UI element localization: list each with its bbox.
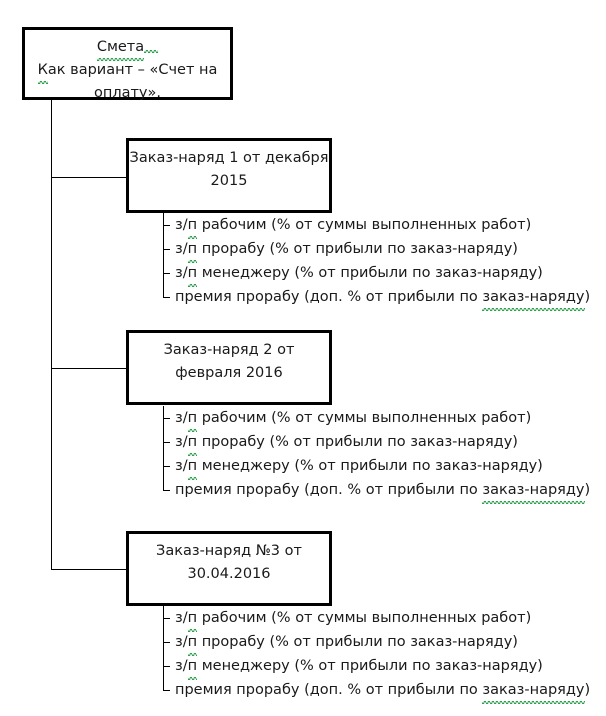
list-tick-icon	[163, 666, 170, 667]
list-tick-icon	[163, 225, 170, 226]
order-node-box-2[interactable]: Заказ-наряд 2 от февраля 2016	[126, 330, 332, 405]
list-tick-icon	[163, 466, 170, 467]
tree-branch-line-2	[51, 368, 127, 369]
list-item: премия прорабу (доп. % от прибыли по зак…	[163, 478, 593, 504]
tree-branch-line-1	[51, 177, 127, 178]
list-tick-icon	[163, 690, 170, 691]
list-item: з/п прорабу (% от прибыли по заказ-наряд…	[163, 237, 593, 263]
spellcheck-squiggle: заказ-наряду	[482, 678, 585, 704]
spellcheck-squiggle: К	[37, 59, 49, 84]
list-tick-icon	[163, 418, 170, 419]
list-item: премия прорабу (доп. % от прибыли по зак…	[163, 285, 593, 311]
list-item-text: з/п рабочим (% от суммы выполненных рабо…	[175, 606, 531, 632]
list-item-text: з/п менеджеру (% от прибыли по заказ-нар…	[175, 261, 543, 287]
list-item: премия прорабу (доп. % от прибыли по зак…	[163, 678, 593, 704]
list-tick-icon	[163, 442, 170, 443]
order-items-list-2: з/п рабочим (% от суммы выполненных рабо…	[163, 406, 593, 504]
tree-branch-line-3	[51, 569, 127, 570]
list-tick-icon	[163, 297, 170, 298]
list-item: з/п менеджеру (% от прибыли по заказ-нар…	[163, 261, 593, 287]
list-item: з/п менеджеру (% от прибыли по заказ-нар…	[163, 654, 593, 680]
order-node-title-3: Заказ-наряд №3 от 30.04.2016	[156, 543, 302, 582]
list-item-text: з/п рабочим (% от суммы выполненных рабо…	[175, 213, 531, 239]
order-node-box-3[interactable]: Заказ-наряд №3 от 30.04.2016	[126, 531, 332, 606]
spellcheck-squiggle: п	[187, 454, 198, 480]
list-item: з/п рабочим (% от суммы выполненных рабо…	[163, 606, 593, 632]
list-item-text: з/п прорабу (% от прибыли по заказ-наряд…	[175, 630, 518, 656]
order-node-title-1: Заказ-наряд 1 от декабря 2015	[129, 150, 329, 189]
spellcheck-squiggle: п	[187, 406, 198, 432]
list-spine-line-1	[163, 213, 164, 298]
list-item: з/п рабочим (% от суммы выполненных рабо…	[163, 213, 593, 239]
list-tick-icon	[163, 642, 170, 643]
list-tick-icon	[163, 490, 170, 491]
list-item-text: премия прорабу (доп. % от прибыли по зак…	[175, 478, 590, 504]
root-node-title: Смета	[96, 36, 145, 61]
list-item-text: премия прорабу (доп. % от прибыли по зак…	[175, 285, 590, 311]
spellcheck-squiggle: п	[187, 430, 198, 456]
spellcheck-squiggle: п	[187, 630, 198, 656]
list-item: з/п рабочим (% от суммы выполненных рабо…	[163, 406, 593, 432]
list-spine-line-2	[163, 406, 164, 491]
order-node-box-1[interactable]: Заказ-наряд 1 от декабря 2015	[126, 138, 332, 213]
list-item-text: премия прорабу (доп. % от прибыли по зак…	[175, 678, 590, 704]
spellcheck-squiggle: п	[187, 237, 198, 263]
list-spine-line-3	[163, 606, 164, 691]
list-item: з/п менеджеру (% от прибыли по заказ-нар…	[163, 454, 593, 480]
spellcheck-squiggle: заказ-наряду	[482, 478, 585, 504]
spellcheck-squiggle: заказ-наряду	[482, 285, 585, 311]
list-item-text: з/п прорабу (% от прибыли по заказ-наряд…	[175, 237, 518, 263]
root-node-subtitle: Как вариант – «Счет на оплату».	[37, 59, 217, 101]
list-item-text: з/п рабочим (% от суммы выполненных рабо…	[175, 406, 531, 432]
spellcheck-squiggle: п	[187, 261, 198, 287]
tree-trunk-line	[51, 100, 52, 570]
order-items-list-3: з/п рабочим (% от суммы выполненных рабо…	[163, 606, 593, 704]
spellcheck-squiggle: п	[187, 654, 198, 680]
order-items-list-1: з/п рабочим (% от суммы выполненных рабо…	[163, 213, 593, 311]
spellcheck-squiggle: п	[187, 606, 198, 632]
list-item: з/п прорабу (% от прибыли по заказ-наряд…	[163, 430, 593, 456]
list-tick-icon	[163, 273, 170, 274]
list-item-text: з/п менеджеру (% от прибыли по заказ-нар…	[175, 454, 543, 480]
list-item-text: з/п прорабу (% от прибыли по заказ-наряд…	[175, 430, 518, 456]
list-tick-icon	[163, 249, 170, 250]
spellcheck-squiggle: п	[187, 213, 198, 239]
list-item: з/п прорабу (% от прибыли по заказ-наряд…	[163, 630, 593, 656]
order-node-title-2: Заказ-наряд 2 от февраля 2016	[163, 342, 295, 381]
list-item-text: з/п менеджеру (% от прибыли по заказ-нар…	[175, 654, 543, 680]
list-tick-icon	[163, 618, 170, 619]
